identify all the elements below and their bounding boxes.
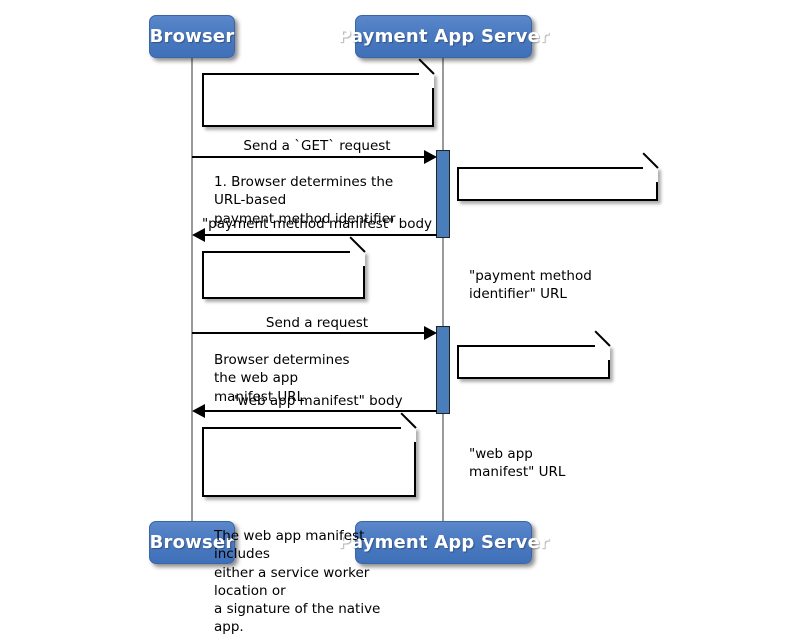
lifeline-payment-app-server xyxy=(442,57,444,522)
note-fold-icon xyxy=(419,73,434,88)
message-2-label: "payment method manifest" body xyxy=(201,216,433,232)
note-3-text: Browser determines the web app manifest … xyxy=(214,352,350,405)
note-web-app-manifest-contents: The web app manifest includes either a s… xyxy=(202,412,417,635)
message-3-line xyxy=(192,332,428,334)
message-1-label: Send a `GET` request xyxy=(243,138,391,154)
actor-payment-app-server-top[interactable]: Payment App Server xyxy=(338,15,549,58)
actor-browser-bottom-label: Browser xyxy=(149,532,235,553)
actor-payment-app-server-bottom[interactable]: Payment App Server xyxy=(338,521,549,564)
actor-browser-top[interactable]: Browser xyxy=(149,15,235,58)
sequence-diagram-canvas: Browser Payment App Server 1. Browser de… xyxy=(149,15,659,635)
note-fold-icon xyxy=(595,345,610,360)
note-2-text: "payment method identifier" URL xyxy=(469,268,592,303)
message-3-label: Send a request xyxy=(265,315,369,331)
message-3-arrowhead-icon xyxy=(424,326,437,340)
message-2-line xyxy=(205,234,437,236)
message-4-label: "web app manifest" body xyxy=(231,393,403,409)
actor-browser-top-label: Browser xyxy=(149,26,235,47)
note-browser-determines-manifest-url: Browser determines the web app manifest … xyxy=(202,236,366,405)
note-payment-method-identifier-url: "payment method identifier" URL xyxy=(457,152,659,302)
message-4-line xyxy=(205,410,437,412)
note-fold-icon xyxy=(350,251,365,266)
message-1-arrowhead-icon xyxy=(424,150,437,164)
message-2-arrowhead-icon xyxy=(192,228,205,242)
note-web-app-manifest-url: "web app manifest" URL xyxy=(457,330,611,480)
note-browser-determines-identifier: 1. Browser determines the URL-based paym… xyxy=(202,58,435,227)
note-fold-icon xyxy=(401,427,416,442)
note-4-text: "web app manifest" URL xyxy=(469,446,566,481)
activation-bar-server-2 xyxy=(436,326,450,414)
note-1-text: 1. Browser determines the URL-based paym… xyxy=(214,174,396,227)
message-1-line xyxy=(192,156,428,158)
activation-bar-server-1 xyxy=(436,150,450,238)
message-4-arrowhead-icon xyxy=(192,404,205,418)
lifeline-browser xyxy=(191,57,193,522)
actor-payment-app-server-bottom-label: Payment App Server xyxy=(337,532,550,553)
actor-payment-app-server-top-label: Payment App Server xyxy=(337,26,550,47)
note-fold-icon xyxy=(643,167,658,182)
actor-browser-bottom[interactable]: Browser xyxy=(149,521,235,564)
